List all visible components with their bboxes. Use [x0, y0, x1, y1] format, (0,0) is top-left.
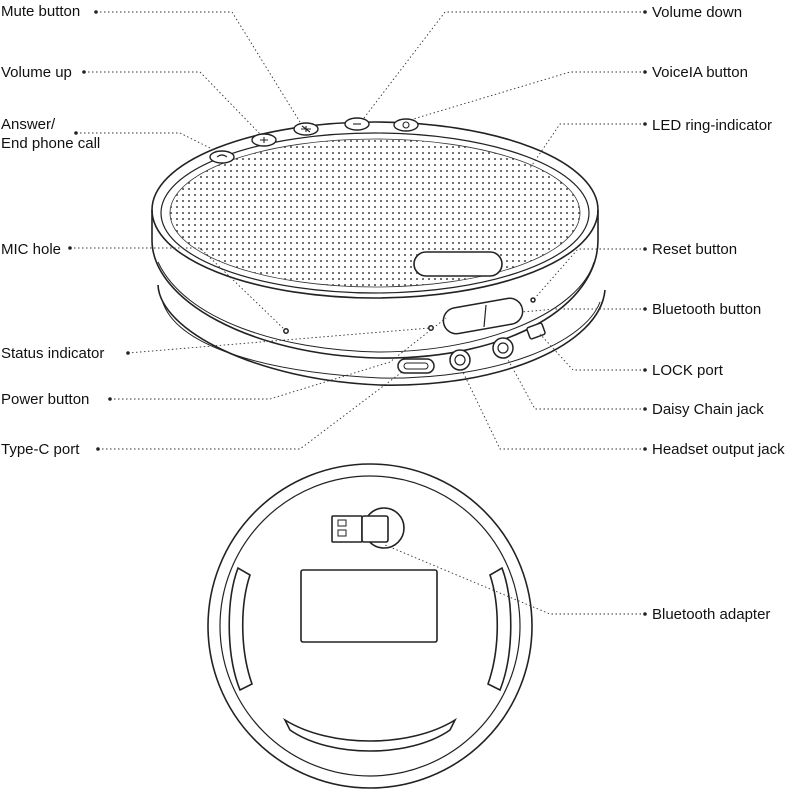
reset-hole: [530, 297, 536, 303]
voicela-icon: [402, 121, 410, 129]
voicela-button: [393, 118, 419, 132]
label-answer-end-call: Answer/ End phone call: [1, 115, 100, 153]
leader-dots: [68, 10, 647, 616]
base-lower-edge: [157, 284, 606, 386]
label-mute-button: Mute button: [1, 3, 81, 20]
left-slot: [228, 566, 253, 692]
label-answer-line1: Answer/: [1, 116, 56, 133]
right-slot: [487, 566, 512, 692]
plus-icon: [260, 137, 268, 143]
bottom-slot: [283, 717, 457, 752]
phone-icon: [216, 154, 228, 158]
label-volume-down: Volume down: [652, 4, 743, 21]
top-buttons: [209, 117, 419, 164]
label-reset-button: Reset button: [652, 241, 738, 258]
label-daisy-chain-jack: Daisy Chain jack: [652, 401, 764, 418]
label-status-indicator: Status indicator: [1, 345, 105, 362]
label-plate: [300, 569, 438, 643]
label-power-button: Power button: [1, 391, 90, 408]
bottom-view: [207, 463, 533, 789]
answer-button: [209, 150, 235, 164]
power-bt-button: [442, 297, 524, 335]
mic-hole: [283, 328, 289, 334]
label-voicela-button: VoiceIA button: [652, 64, 748, 81]
leader-lines: [70, 11, 645, 615]
lock-port: [526, 322, 546, 340]
label-led-ring: LED ring-indicator: [652, 117, 773, 134]
label-volume-up: Volume up: [1, 64, 72, 81]
bluetooth-adapter: [331, 515, 363, 543]
speakerphone-body: [151, 121, 606, 386]
label-headset-output-jack: Headset output jack: [652, 441, 785, 458]
label-mic-hole: MIC hole: [1, 241, 62, 258]
top-rim: [151, 121, 599, 299]
status-indicator: [428, 325, 434, 331]
label-bluetooth-adapter: Bluetooth adapter: [652, 606, 771, 623]
label-answer-line2: End phone call: [1, 135, 101, 152]
mute-icon: [301, 125, 311, 133]
label-lock-port: LOCK port: [652, 362, 723, 379]
side-wall: [151, 239, 599, 359]
led-pill: [413, 251, 503, 277]
side-features: [283, 297, 546, 374]
speaker-grille: [170, 139, 580, 287]
bottom-outer-ring: [207, 463, 533, 789]
label-type-c-port: Type-C port: [1, 441, 80, 458]
label-bluetooth-button: Bluetooth button: [652, 301, 762, 318]
